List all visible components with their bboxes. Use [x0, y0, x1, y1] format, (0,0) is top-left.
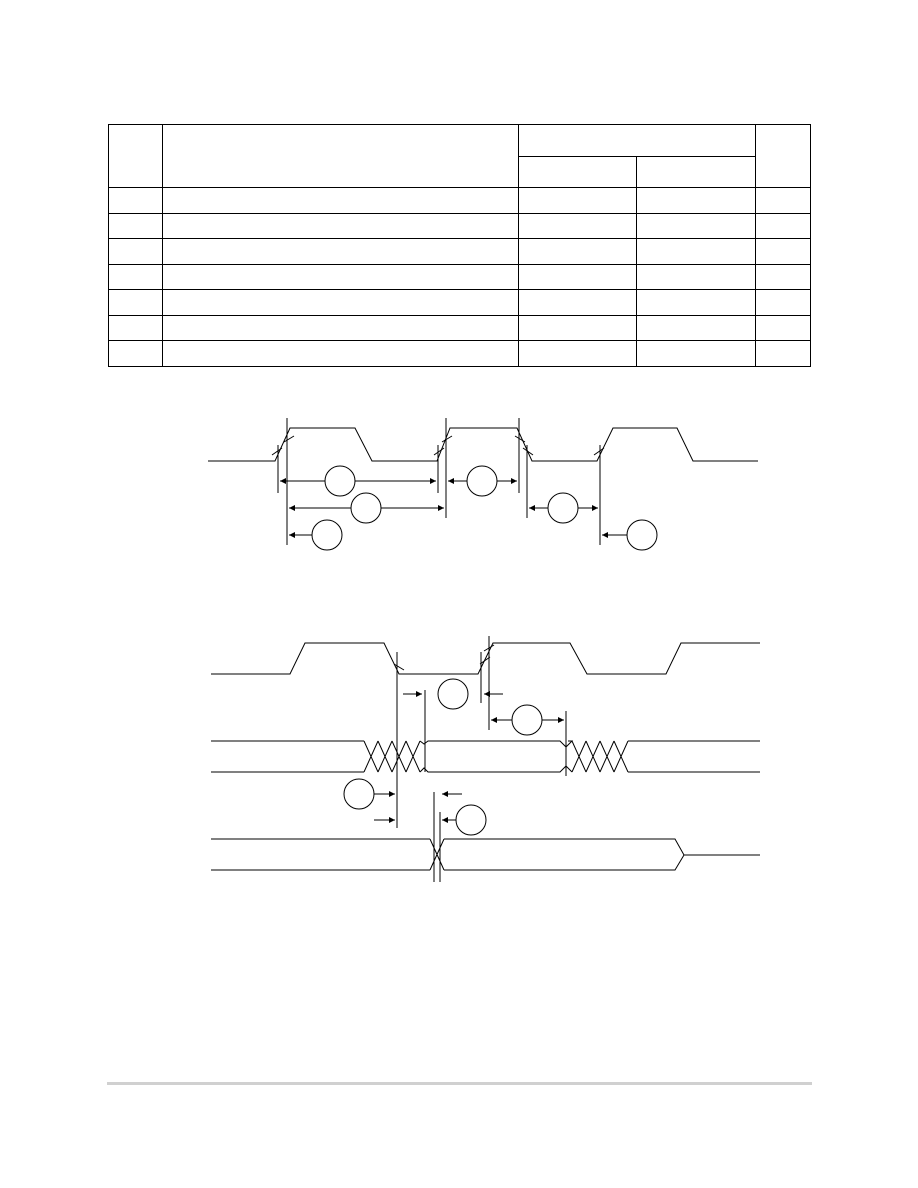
parameter-marker	[437, 678, 469, 710]
valid-data-window	[444, 838, 685, 871]
parameter-marker	[343, 778, 375, 810]
clock-waveform	[208, 427, 758, 462]
edge-tick	[441, 435, 453, 443]
parameter-marker	[455, 804, 487, 836]
parameter-marker	[350, 492, 382, 524]
edge-tick	[433, 447, 445, 456]
edge-tick	[522, 447, 534, 456]
footer-rule	[107, 1082, 812, 1085]
edge-tick	[271, 447, 283, 456]
bus-transition	[363, 740, 421, 773]
edge-tick	[283, 435, 295, 443]
valid-address-window	[419, 740, 567, 773]
bus-transition	[571, 740, 629, 773]
parameter-marker	[311, 519, 343, 551]
bus-clock-waveform	[211, 642, 760, 675]
parameter-marker	[324, 465, 356, 497]
timing-spec-table	[108, 124, 811, 367]
edge-tick	[393, 663, 405, 671]
parameter-marker	[511, 704, 543, 736]
timing-spec-table-grid	[108, 124, 811, 367]
parameter-marker	[466, 465, 498, 497]
parameter-marker	[547, 492, 579, 524]
edge-tick	[593, 447, 605, 456]
table-border	[108, 124, 811, 367]
edge-tick	[483, 644, 495, 652]
bus-transition	[429, 838, 445, 871]
edge-tick	[479, 656, 491, 665]
edge-tick	[514, 435, 526, 443]
bus-transition	[565, 740, 574, 773]
parameter-marker	[626, 519, 658, 551]
